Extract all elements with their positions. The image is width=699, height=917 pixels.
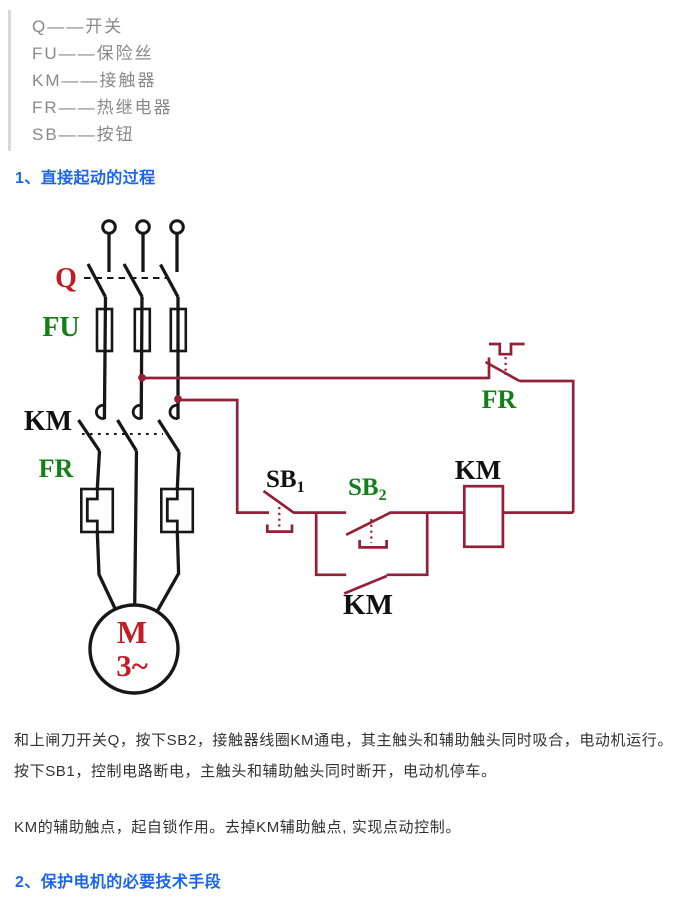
km-contact-blades bbox=[77, 419, 181, 453]
diagram-labels: Q FU KM FR M 3~ SB1 SB2 KM KM FR bbox=[24, 263, 517, 683]
paragraph-1-line-2: 按下SB1，控制电路断电，主触头和辅助触头同时断开，电动机停车。 bbox=[14, 763, 497, 780]
label-km-main: KM bbox=[24, 406, 72, 437]
legend-item-q: Q——开关 bbox=[32, 17, 124, 36]
fr-heater-elements bbox=[85, 489, 179, 532]
legend-blockquote: Q——开关 FU——保险丝 KM——接触器 FR——热继电器 SB——按钮 bbox=[8, 10, 699, 151]
junction-dot-1 bbox=[138, 373, 146, 382]
km-aux-branch bbox=[314, 512, 429, 595]
sb2-blade bbox=[345, 511, 392, 537]
control-circuit bbox=[138, 342, 575, 595]
km-coil-box bbox=[462, 484, 505, 549]
terminal-stubs bbox=[107, 233, 179, 272]
label-km-coil: KM bbox=[455, 455, 502, 485]
label-fu: FU bbox=[42, 312, 79, 343]
aux-blade bbox=[343, 574, 388, 595]
fr-feed-wires bbox=[95, 450, 181, 605]
junction-dot-2 bbox=[174, 395, 182, 403]
label-motor-phase: 3~ bbox=[116, 648, 148, 683]
supply-terminal-circles bbox=[101, 219, 185, 235]
legend-item-fu: FU——保险丝 bbox=[32, 44, 154, 63]
power-circuit bbox=[77, 219, 195, 695]
label-fr-left: FR bbox=[39, 454, 74, 483]
fr-contact bbox=[484, 342, 525, 383]
section-1-heading: 1、直接起动的过程 bbox=[15, 170, 156, 187]
fr-trip-symbol bbox=[489, 342, 525, 356]
legend-item-sb: SB——按钮 bbox=[32, 125, 135, 144]
sb2-cap bbox=[358, 540, 388, 549]
sb1-button bbox=[262, 489, 296, 533]
article: Q——开关 FU——保险丝 KM——接触器 FR——热继电器 SB——按钮 1、… bbox=[0, 10, 699, 894]
label-sb2: SB2 bbox=[348, 474, 387, 504]
paragraph-1: 和上闸刀开关Q，按下SB2，接触器线圈KM通电，其主触头和辅助触头同时吸合，电动… bbox=[0, 725, 699, 787]
circuit-diagram: Q FU KM FR M 3~ SB1 SB2 KM KM FR bbox=[24, 219, 575, 695]
motor-feed-wires bbox=[95, 531, 181, 614]
section-2-heading: 2、保护电机的必要技术手段 bbox=[15, 874, 222, 891]
legend-item-fr: FR——热继电器 bbox=[32, 98, 173, 117]
motor-circle bbox=[88, 603, 180, 695]
label-km-aux: KM bbox=[343, 589, 393, 621]
q-switch-blades bbox=[86, 263, 180, 298]
aux-right-rise bbox=[386, 512, 429, 577]
paragraph-1-line-1: 和上闸刀开关Q，按下SB2，接触器线圈KM通电，其主触头和辅助触头同时吸合，电动… bbox=[14, 732, 673, 749]
aux-left-drop bbox=[314, 512, 347, 577]
fuse-boxes bbox=[95, 307, 188, 353]
label-fr-right: FR bbox=[482, 385, 517, 414]
control-right-wire bbox=[519, 379, 575, 513]
label-sb1: SB1 bbox=[266, 466, 305, 496]
paragraph-2: KM的辅助触点，起自锁作用。去掉KM辅助触点, 实现点动控制。 bbox=[0, 812, 699, 843]
fuse-wires bbox=[102, 296, 180, 420]
legend-item-km: KM——接触器 bbox=[32, 71, 157, 90]
control-left-rail bbox=[178, 398, 269, 514]
fr-contact-blade bbox=[484, 360, 521, 383]
km-contact-arcs bbox=[95, 403, 179, 420]
label-motor-m: M bbox=[117, 614, 147, 650]
sb1-cap bbox=[265, 524, 294, 533]
sb1-blade bbox=[262, 489, 296, 515]
paragraph-2-line-1: KM的辅助触点，起自锁作用。去掉KM辅助触点, 实现点动控制。 bbox=[14, 819, 461, 836]
label-q: Q bbox=[55, 263, 77, 294]
sb2-button bbox=[345, 511, 392, 549]
junction-dots bbox=[138, 373, 182, 403]
circuit-diagram-figure: Q FU KM FR M 3~ SB1 SB2 KM KM FR bbox=[0, 205, 699, 710]
